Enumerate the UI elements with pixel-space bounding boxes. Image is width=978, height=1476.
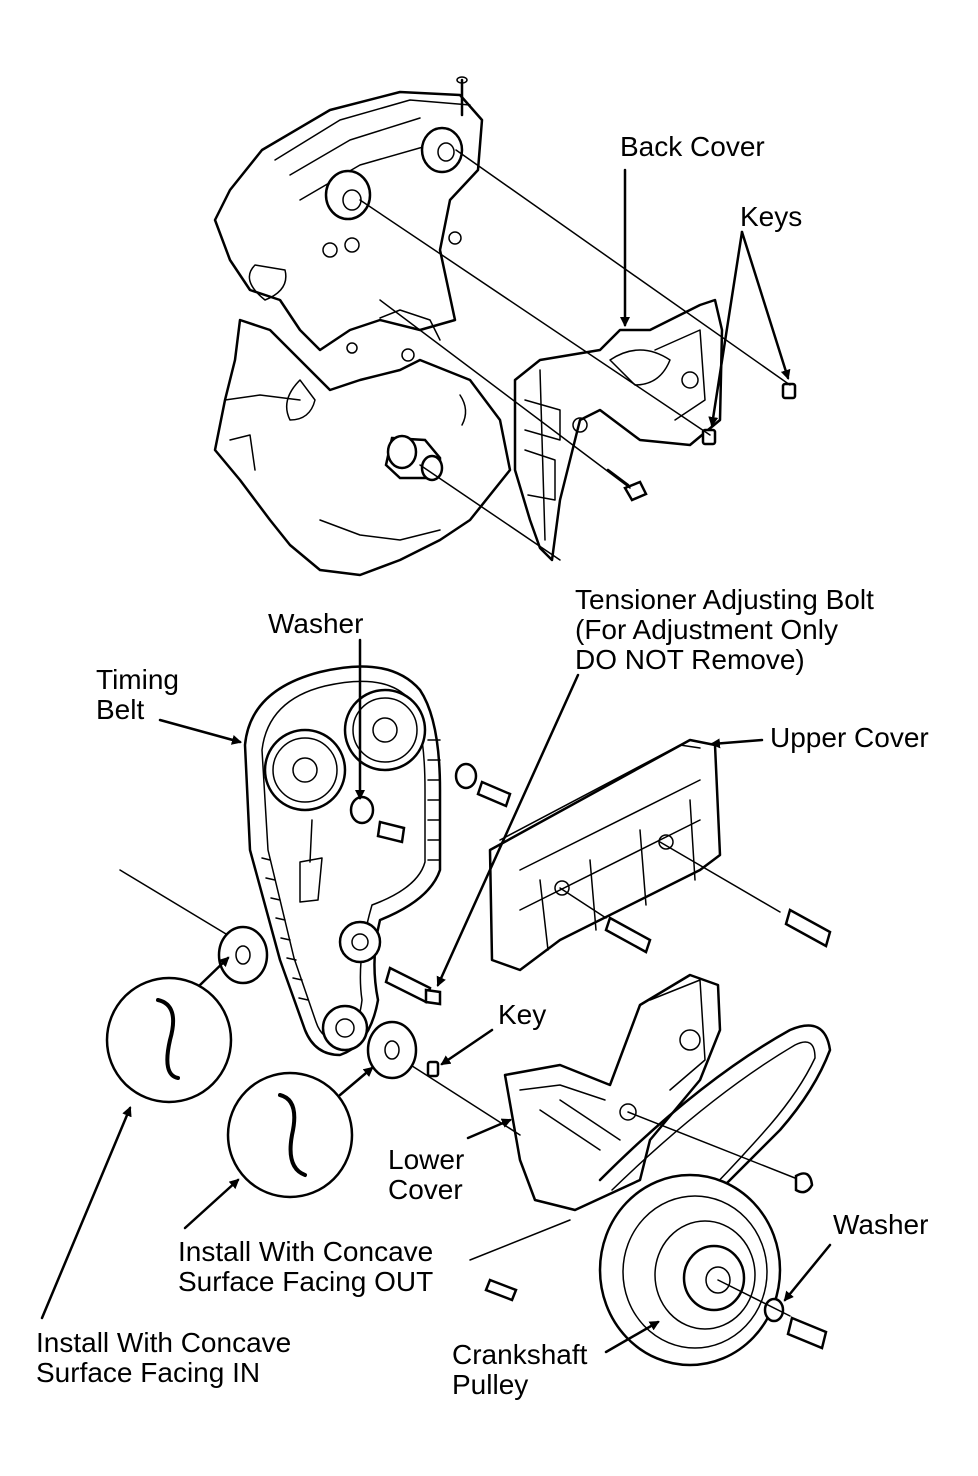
crankshaft-pulley-label-line-2: Pulley (452, 1369, 529, 1400)
concave-out-label-line-2: Surface Facing OUT (178, 1266, 434, 1297)
timing-belt-label-line-1: Timing (96, 664, 179, 695)
keys-arrow-1 (708, 230, 744, 427)
engine-block (213, 76, 512, 577)
upper-cover-label: Upper Cover (770, 722, 929, 753)
top-alignment-lines (359, 149, 791, 561)
tensioner-label-line-1: Tensioner Adjusting Bolt (575, 584, 874, 615)
lower-cover-label-line-2: Cover (388, 1174, 463, 1205)
tensioner-label-line-3: DO NOT Remove) (575, 644, 805, 675)
key-part-1 (781, 382, 797, 400)
tensioner-bolt-arrow (436, 673, 580, 987)
concave-in-washer-arrow (198, 956, 230, 987)
crankshaft-pulley-part (598, 1024, 832, 1367)
washer-bottom-label: Washer (833, 1209, 929, 1240)
key-label: Key (498, 999, 547, 1030)
concave-in-label-line-2: Surface Facing IN (36, 1357, 261, 1388)
concave-in-label-line-1: Install With Concave (36, 1327, 292, 1358)
detail-circle-concave-in (105, 976, 233, 1104)
detail-circle-concave-out (226, 1071, 354, 1199)
washer-lower-middle (366, 1020, 418, 1080)
washer-top-left (217, 925, 269, 985)
concave-out-label-arrow (183, 1178, 240, 1230)
crank-alignment-line (394, 1054, 521, 1136)
lower-cover-arrow (466, 1118, 512, 1140)
key-part-2 (701, 428, 717, 446)
key-part-lower (426, 1060, 440, 1078)
keys-label: Keys (740, 201, 803, 232)
lower-cover-part (469, 973, 814, 1302)
upper-cover-arrow (710, 738, 764, 749)
key-arrow (440, 1028, 494, 1066)
concave-in-label-arrow (40, 1106, 132, 1320)
washer-top-label: Washer (268, 608, 364, 639)
crankshaft-pulley-label-line-1: Crankshaft (452, 1339, 588, 1370)
timing-belt-arrow (158, 718, 242, 745)
concave-out-washer-arrow (338, 1066, 374, 1097)
back-cover-part (513, 298, 797, 562)
upper-cover-part (488, 738, 832, 972)
concave-out-label-line-1: Install With Concave (178, 1236, 434, 1267)
back-cover-bolt (606, 468, 648, 502)
washer-bottom-arrow (783, 1243, 832, 1302)
keys-arrow-2 (740, 230, 791, 380)
lower-cover-label-line-1: Lower (388, 1144, 465, 1175)
timing-belt-label-line-2: Belt (96, 694, 145, 725)
crankshaft-pulley-arrow (604, 1320, 660, 1354)
tensioner-label-line-2: (For Adjustment Only (575, 614, 838, 645)
back-cover-label: Back Cover (620, 131, 765, 162)
washer-alignment-line (119, 869, 237, 941)
timing-belt-assembly (243, 665, 512, 1057)
